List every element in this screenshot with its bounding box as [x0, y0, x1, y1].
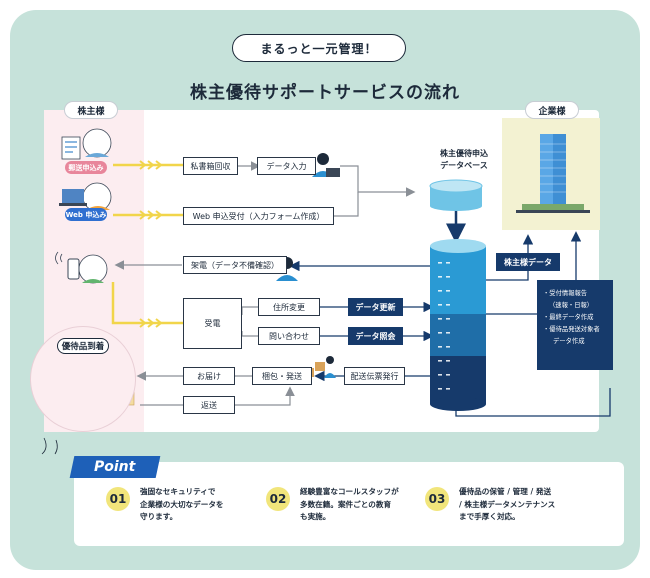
receive-call-step: 受電 [183, 298, 242, 349]
building-icon [516, 134, 590, 213]
mail-form-icon [61, 128, 112, 160]
web-form-step: Web 申込受付（入力フォーム作成） [183, 207, 334, 225]
shareholder-label: 株主様 [64, 101, 118, 119]
data-entry-step: データ入力 [257, 157, 316, 175]
laptop-icon [59, 182, 112, 212]
packing-step: 梱包・発送 [252, 367, 312, 385]
page-title: 株主優待サポートサービスの流れ [190, 83, 460, 103]
return-step: 返送 [183, 396, 235, 414]
inquiry-step: 問い合わせ [258, 327, 320, 345]
database-icon [430, 239, 486, 411]
report-box: ・受付情報報告 （速報・日報） ・最終データ作成 ・優待品発送対象者 データ作成 [537, 280, 613, 370]
web-application-pill: Web 申込み [65, 208, 107, 221]
call-check-step: 架電（データ不備確認） [183, 256, 287, 274]
point-number-3: 03 [425, 487, 449, 511]
data-lookup-step: データ照会 [348, 327, 403, 345]
delivery-step: お届け [183, 367, 235, 385]
mail-application-pill: 郵送申込み [65, 161, 107, 174]
database-icon-small [429, 179, 483, 211]
database-label: 株主優待申込 データベース [440, 149, 488, 170]
shipping-slip-step: 配送伝票発行 [344, 367, 405, 385]
po-box-step: 私書箱回収 [183, 157, 238, 175]
point-text-2: 経験豊富なコールスタッフが 多数在籍。案件ごとの教育 も実施。 [300, 487, 399, 521]
point-number-1: 01 [106, 487, 130, 511]
phone-icon [55, 251, 108, 284]
headline-bubble: まるっと一元管理！ [232, 34, 406, 62]
point-text-1: 強固なセキュリティで 企業様の大切なデータを 守ります。 [140, 487, 224, 521]
data-update-step: データ更新 [348, 298, 403, 316]
shareholder-data-label: 株主様データ [496, 253, 560, 271]
point-text-3: 優待品の保管 / 管理 / 発送 / 株主様データメンテナンス まで手厚く対応。 [459, 487, 556, 521]
point-card [74, 462, 624, 546]
point-number-2: 02 [266, 487, 290, 511]
address-change-step: 住所変更 [258, 298, 320, 316]
arrival-label: 優待品到着 [57, 338, 109, 354]
point-badge: Point [69, 456, 161, 478]
corporate-label: 企業様 [525, 101, 579, 119]
